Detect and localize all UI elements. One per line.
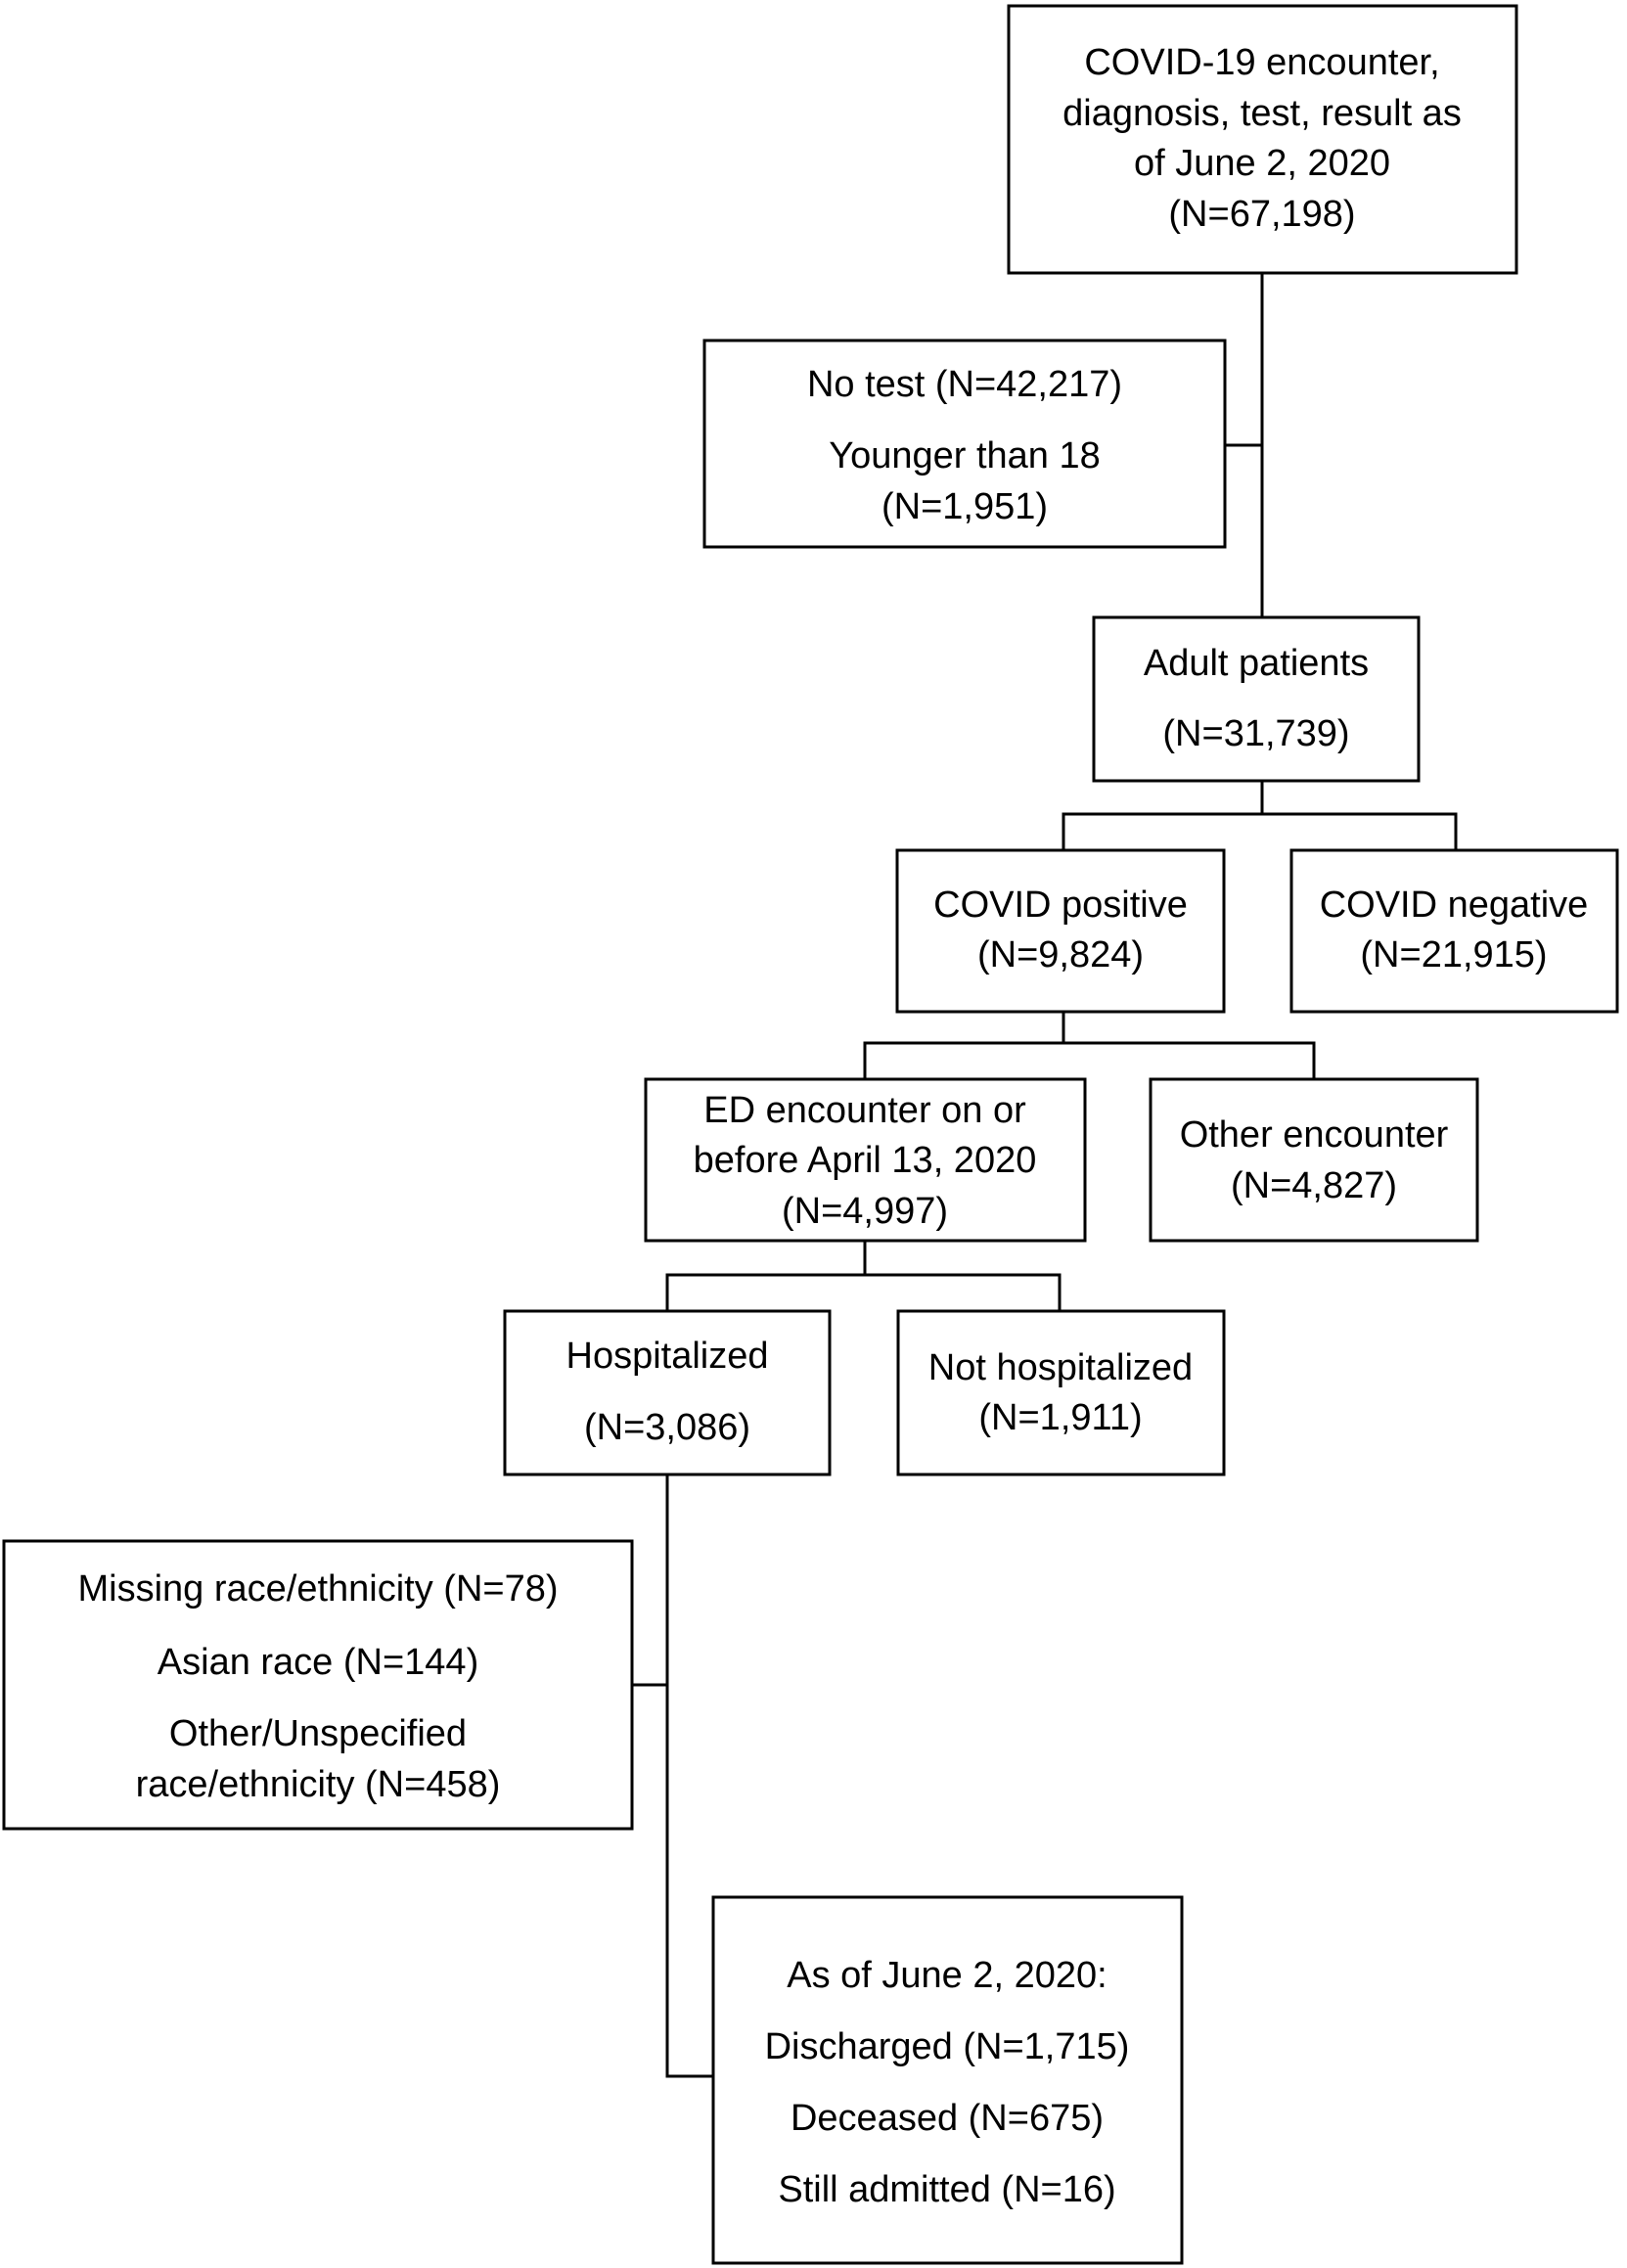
exclusion-2-line-2: Asian race (N=144)	[158, 1642, 478, 1683]
boxes	[2, 4, 1619, 2265]
outcomes-line-1: As of June 2, 2020:	[787, 1955, 1107, 1996]
covid-negative-box	[1289, 848, 1619, 1014]
exclusion-1-line-2: Younger than 18	[829, 435, 1101, 476]
ed-encounter-box	[644, 1077, 1087, 1243]
encounters-line-1: COVID-19 encounter,	[1084, 42, 1439, 83]
exclusion-1-line-3: (N=1,951)	[881, 486, 1048, 527]
not-hospitalized-line-1: Not hospitalized	[928, 1347, 1193, 1388]
hospitalized-line-2: (N=3,086)	[584, 1407, 750, 1448]
covid-positive-line-1: COVID positive	[933, 885, 1188, 926]
adult-patients-line-2: (N=31,739)	[1162, 713, 1349, 754]
other-encounter-line-1: Other encounter	[1180, 1114, 1449, 1156]
encounters-line-2: diagnosis, test, result as	[1062, 93, 1462, 134]
adult-patients-box	[1092, 615, 1421, 783]
hospitalized-box	[503, 1309, 832, 1476]
box-labels: COVID-19 encounter, diagnosis, test, res…	[77, 42, 1588, 2210]
covid-positive-box	[895, 848, 1226, 1014]
exclusion-box-1	[702, 339, 1227, 549]
ed-encounter-line-1: ED encounter on or	[703, 1090, 1026, 1131]
outcomes-line-4: Still admitted (N=16)	[778, 2169, 1115, 2210]
other-encounter-line-2: (N=4,827)	[1231, 1165, 1397, 1206]
covid-positive-line-2: (N=9,824)	[977, 934, 1144, 975]
encounters-box	[1007, 4, 1518, 275]
encounters-line-4: (N=67,198)	[1168, 194, 1355, 235]
ed-encounter-line-3: (N=4,997)	[782, 1191, 948, 1232]
encounters-line-3: of June 2, 2020	[1134, 143, 1390, 184]
ed-encounter-line-2: before April 13, 2020	[694, 1140, 1037, 1181]
exclusion-2-line-3: Other/Unspecified	[169, 1713, 467, 1754]
outcomes-line-2: Discharged (N=1,715)	[765, 2026, 1130, 2067]
covid-negative-line-1: COVID negative	[1320, 885, 1589, 926]
exclusion-1-line-1: No test (N=42,217)	[807, 364, 1122, 405]
connectors	[630, 271, 1458, 2078]
outcomes-box	[711, 1895, 1184, 2265]
exclusion-box-2	[2, 1539, 634, 1831]
not-hospitalized-box	[896, 1309, 1226, 1476]
exclusion-2-line-4: race/ethnicity (N=458)	[136, 1764, 501, 1805]
outcomes-line-3: Deceased (N=675)	[791, 2098, 1104, 2139]
not-hospitalized-line-2: (N=1,911)	[978, 1397, 1142, 1438]
other-encounter-box	[1149, 1077, 1479, 1243]
adult-patients-line-1: Adult patients	[1144, 643, 1369, 684]
hospitalized-line-1: Hospitalized	[566, 1336, 769, 1377]
covid-negative-line-2: (N=21,915)	[1360, 934, 1547, 975]
exclusion-2-line-1: Missing race/ethnicity (N=78)	[77, 1568, 558, 1610]
